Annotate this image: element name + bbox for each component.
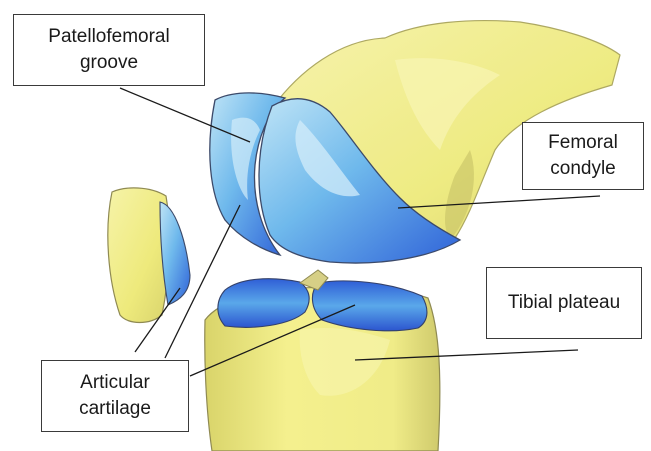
- tibia: [205, 270, 440, 451]
- patella: [108, 188, 190, 323]
- label-femoral-condyle-line2: condyle: [548, 156, 618, 182]
- label-tibial-plateau-line1: Tibial plateau: [508, 290, 620, 316]
- label-tibial-plateau: Tibial plateau: [486, 267, 642, 339]
- label-articular-cartilage: Articular cartilage: [41, 360, 189, 432]
- label-patellofemoral-groove: Patellofemoral groove: [13, 14, 205, 86]
- label-articular-cartilage-line1: Articular: [79, 370, 151, 396]
- label-articular-cartilage-line2: cartilage: [79, 396, 151, 422]
- label-femoral-condyle-line1: Femoral: [548, 130, 618, 156]
- label-femoral-condyle: Femoral condyle: [522, 122, 644, 190]
- label-patellofemoral-groove-line2: groove: [48, 50, 169, 76]
- label-patellofemoral-groove-line1: Patellofemoral: [48, 24, 169, 50]
